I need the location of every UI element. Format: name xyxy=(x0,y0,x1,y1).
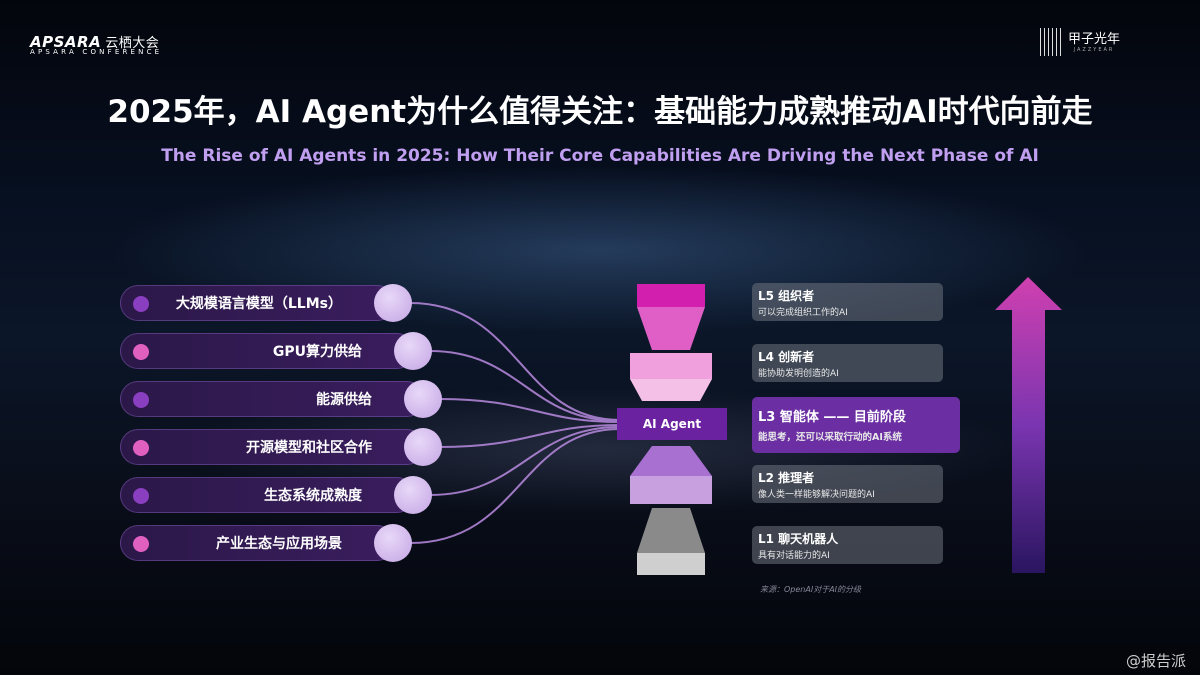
factor-item: 生态系统成熟度 xyxy=(120,477,415,513)
connector-node-icon xyxy=(374,284,412,322)
connector-line xyxy=(429,350,621,422)
level-card-l1: L1 聊天机器人具有对话能力的AI xyxy=(752,526,943,564)
watermark: @报告派 xyxy=(1125,652,1186,670)
bullet-dot-icon xyxy=(133,488,149,504)
connector-node-icon xyxy=(374,524,412,562)
l4-funnel xyxy=(630,379,712,401)
factor-item: 产业生态与应用场景 xyxy=(120,525,395,561)
factor-item: 能源供给 xyxy=(120,381,425,417)
connector-line xyxy=(429,426,621,496)
level-card-l5: L5 组织者可以完成组织工作的AI xyxy=(752,283,943,321)
connector-line xyxy=(409,302,621,421)
level-card-l2: L2 推理者像人类一样能够解决问题的AI xyxy=(752,465,943,503)
bullet-dot-icon xyxy=(133,392,149,408)
page-title: 2025年，AI Agent为什么值得关注：基础能力成熟推动AI时代向前走 xyxy=(107,94,1093,130)
bullet-dot-icon xyxy=(133,440,149,456)
bullet-dot-icon xyxy=(133,344,149,360)
bullet-dot-icon xyxy=(133,296,149,312)
l5-top xyxy=(637,284,705,307)
connector-line xyxy=(409,428,621,544)
source-note: 来源：OpenAI对于AI的分级 xyxy=(760,585,862,594)
ai-agent-label: AI Agent xyxy=(617,408,727,440)
l2-base xyxy=(630,476,712,504)
connector-node-icon xyxy=(404,380,442,418)
l5-funnel xyxy=(637,307,705,350)
l4-top xyxy=(630,353,712,379)
bullet-dot-icon xyxy=(133,536,149,552)
jazzyear-bars-icon xyxy=(1040,28,1062,56)
page-subtitle: The Rise of AI Agents in 2025: How Their… xyxy=(161,146,1039,166)
factor-item: 大规模语言模型（LLMs） xyxy=(120,285,395,321)
level-card-l4: L4 创新者能协助发明创造的AI xyxy=(752,344,943,382)
factor-item: GPU算力供给 xyxy=(120,333,415,369)
connector-line xyxy=(439,424,621,448)
connector-node-icon xyxy=(394,476,432,514)
l2-funnel xyxy=(630,446,712,476)
l1-funnel xyxy=(637,508,705,553)
apsara-logo-sub: APSARA CONFERENCE xyxy=(30,48,163,56)
connector-line xyxy=(439,398,621,423)
level-card-l3-current: L3 智能体 —— 目前阶段能思考，还可以采取行动的AI系统 xyxy=(752,397,960,453)
connector-node-icon xyxy=(394,332,432,370)
progress-arrow-icon xyxy=(995,277,1062,573)
l1-base xyxy=(637,553,705,575)
connector-node-icon xyxy=(404,428,442,466)
factor-item: 开源模型和社区合作 xyxy=(120,429,425,465)
